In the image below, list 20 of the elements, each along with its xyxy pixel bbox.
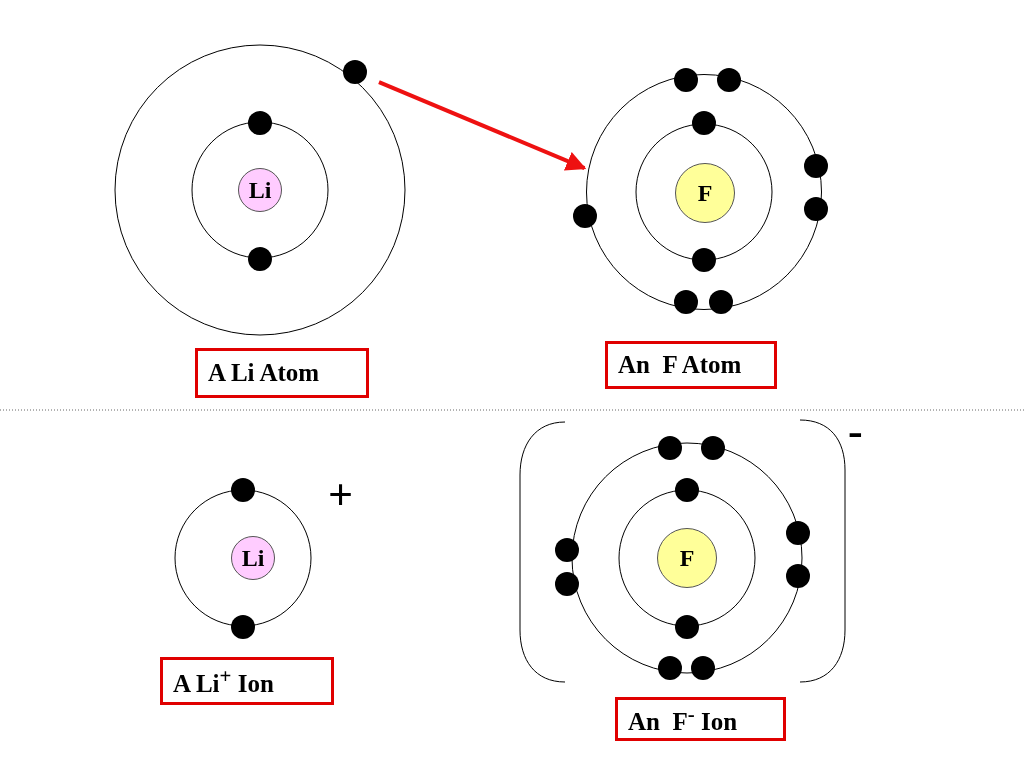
element-symbol: F [697, 179, 713, 207]
caption-text: A Li$^{+}$ Ion [173, 663, 274, 699]
minus-sign: - [848, 410, 863, 454]
nucleus-circle [238, 168, 282, 212]
electron [343, 60, 367, 84]
element-symbol: F [679, 544, 695, 572]
label-box [160, 657, 334, 705]
plus-sign: + [328, 473, 354, 517]
label-box [195, 348, 369, 398]
nucleus-circle [231, 536, 275, 580]
label-box [605, 341, 777, 389]
caption-text: An F Atom [618, 351, 742, 379]
arrow [378, 80, 587, 171]
nucleus-circle [675, 163, 735, 223]
caption-text: A Li Atom [208, 359, 320, 387]
caption-text: An F$^{-}$ Ion [628, 701, 738, 737]
nucleus-circle [657, 528, 717, 588]
label-box [615, 697, 786, 741]
element-symbol: Li [248, 176, 272, 204]
element-symbol: Li [241, 544, 265, 572]
